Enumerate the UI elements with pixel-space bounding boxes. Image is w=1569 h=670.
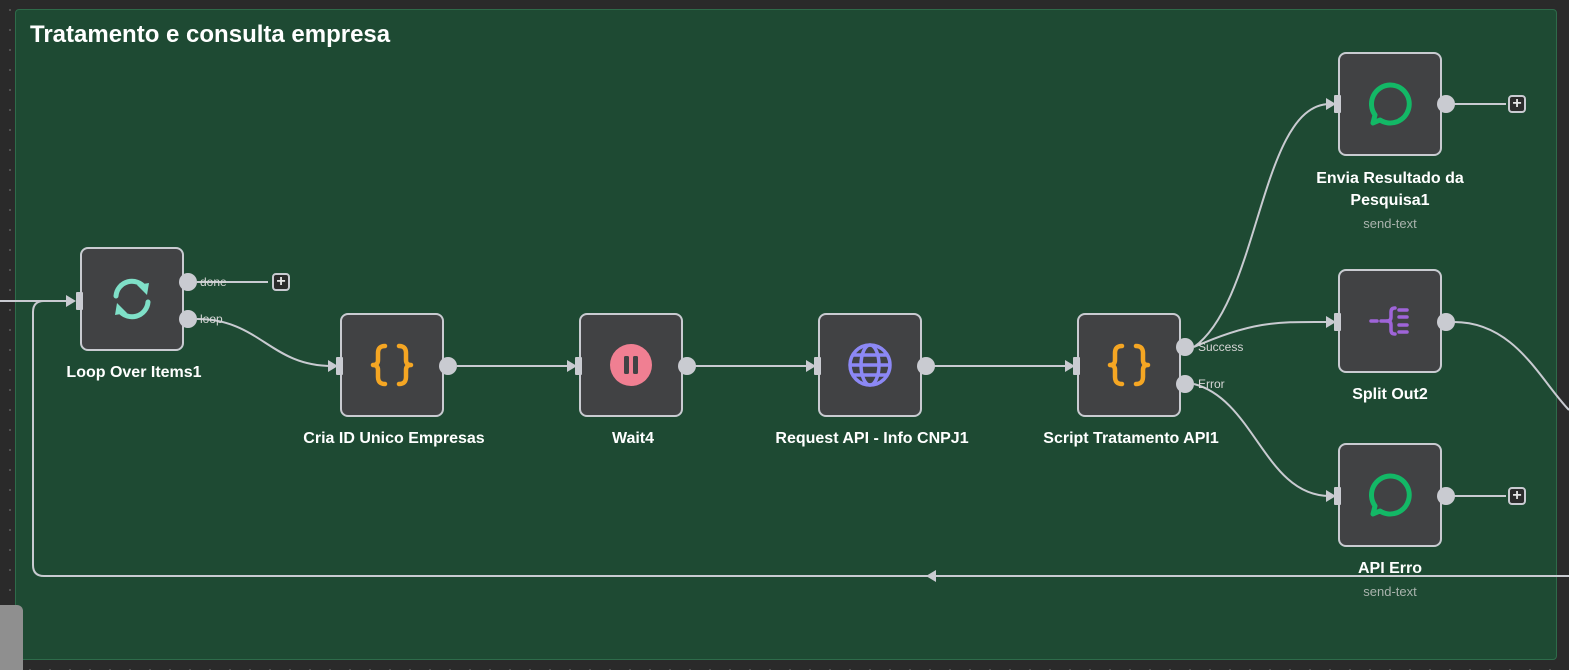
script-input-handle[interactable] <box>1073 357 1080 375</box>
node-subtitle-envia: send-text <box>1363 216 1417 231</box>
code-braces-icon <box>1107 343 1151 387</box>
pause-icon <box>610 344 652 386</box>
split-out-icon <box>1369 306 1409 336</box>
sticky-title: Tratamento e consulta empresa <box>30 21 391 48</box>
chat-bubble-icon <box>1369 82 1412 126</box>
port-label-success: Success <box>1198 340 1244 354</box>
node-loop-over-items[interactable] <box>80 247 184 351</box>
wait-output-handle[interactable] <box>678 357 696 375</box>
port-label-done: done <box>200 275 227 289</box>
add-node-button-erro[interactable]: + <box>1508 487 1526 505</box>
globe-icon <box>848 343 892 387</box>
node-label-loop: Loop Over Items1 <box>66 364 202 381</box>
node-label-envia: Envia Resultado da Pesquisa1 <box>1316 170 1464 209</box>
node-split-out[interactable] <box>1338 269 1442 373</box>
add-node-button-done[interactable]: + <box>272 273 290 291</box>
request-output-handle[interactable] <box>917 357 935 375</box>
erro-output-handle[interactable] <box>1437 487 1455 505</box>
loop-loop-handle[interactable] <box>179 310 197 328</box>
node-request-api[interactable] <box>818 313 922 417</box>
loop-input-handle[interactable] <box>76 292 83 310</box>
node-subtitle-erro: send-text <box>1363 584 1417 599</box>
node-envia-resultado[interactable] <box>1338 52 1442 156</box>
refresh-icon <box>113 278 151 320</box>
chat-bubble-icon <box>1369 473 1412 517</box>
port-label-loop: loop <box>200 312 223 326</box>
add-node-button-envia[interactable]: + <box>1508 95 1526 113</box>
split-output-handle[interactable] <box>1437 313 1455 331</box>
node-cria-id-unico[interactable] <box>340 313 444 417</box>
node-label-wait: Wait4 <box>611 430 655 447</box>
canvas-panel-edge[interactable] <box>0 605 23 670</box>
loop-done-handle[interactable] <box>179 273 197 291</box>
cria-input-handle[interactable] <box>336 357 343 375</box>
node-label-erro: API Erro <box>1357 560 1422 577</box>
cria-output-handle[interactable] <box>439 357 457 375</box>
node-label-split: Split Out2 <box>1352 386 1428 403</box>
node-label-request: Request API - Info CNPJ1 <box>775 430 969 447</box>
node-wait[interactable] <box>579 313 683 417</box>
erro-input-handle[interactable] <box>1334 487 1341 505</box>
node-api-erro[interactable] <box>1338 443 1442 547</box>
script-success-handle[interactable] <box>1176 338 1194 356</box>
code-braces-icon <box>370 343 414 387</box>
node-label-script: Script Tratamento API1 <box>1043 430 1219 447</box>
envia-output-handle[interactable] <box>1437 95 1455 113</box>
split-input-handle[interactable] <box>1334 313 1341 331</box>
envia-input-handle[interactable] <box>1334 95 1341 113</box>
port-label-error: Error <box>1198 377 1225 391</box>
node-script-tratamento[interactable] <box>1077 313 1181 417</box>
wait-input-handle[interactable] <box>575 357 582 375</box>
script-error-handle[interactable] <box>1176 375 1194 393</box>
request-input-handle[interactable] <box>814 357 821 375</box>
node-label-cria: Cria ID Unico Empresas <box>303 430 485 447</box>
